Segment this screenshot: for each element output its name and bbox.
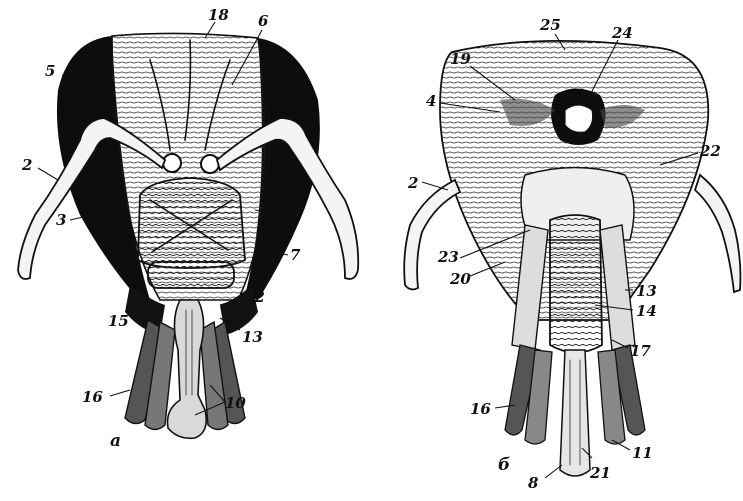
panel-label-b: б xyxy=(498,455,510,475)
labrum xyxy=(148,262,234,288)
label-13-left: 13 xyxy=(242,328,263,346)
label-12: 12 xyxy=(244,288,265,306)
label-25: 25 xyxy=(539,16,561,34)
clypeus xyxy=(138,178,245,268)
label-11: 11 xyxy=(632,444,653,462)
label-3: 3 xyxy=(56,211,66,229)
label-17: 17 xyxy=(630,342,651,360)
left-antennal-socket xyxy=(163,154,181,172)
label-13-right: 13 xyxy=(636,282,657,300)
mouthparts-rear xyxy=(505,345,645,476)
panel-label-a: а xyxy=(110,431,121,451)
label-20: 20 xyxy=(449,270,471,288)
rear-right-antenna xyxy=(695,175,740,292)
label-16-left: 16 xyxy=(82,388,103,406)
label-10: 10 xyxy=(225,394,246,412)
label-7: 7 xyxy=(290,246,301,264)
label-5: 5 xyxy=(45,62,55,80)
label-4: 4 xyxy=(426,92,436,110)
label-19: 19 xyxy=(450,50,471,68)
head-front-view xyxy=(18,33,358,438)
label-16-right: 16 xyxy=(470,400,491,418)
label-2-left: 2 xyxy=(21,156,32,174)
right-antennal-socket xyxy=(201,155,219,173)
label-8: 8 xyxy=(528,474,539,492)
label-23: 23 xyxy=(437,248,459,266)
prementum xyxy=(550,215,602,353)
label-14: 14 xyxy=(636,302,657,320)
label-24: 24 xyxy=(611,24,633,42)
label-1: 1 xyxy=(292,204,302,222)
label-18: 18 xyxy=(208,6,229,24)
label-15: 15 xyxy=(108,312,129,330)
label-2-right: 2 xyxy=(407,174,418,192)
label-21: 21 xyxy=(589,464,611,482)
label-22: 22 xyxy=(699,142,721,160)
label-6: 6 xyxy=(258,12,269,30)
